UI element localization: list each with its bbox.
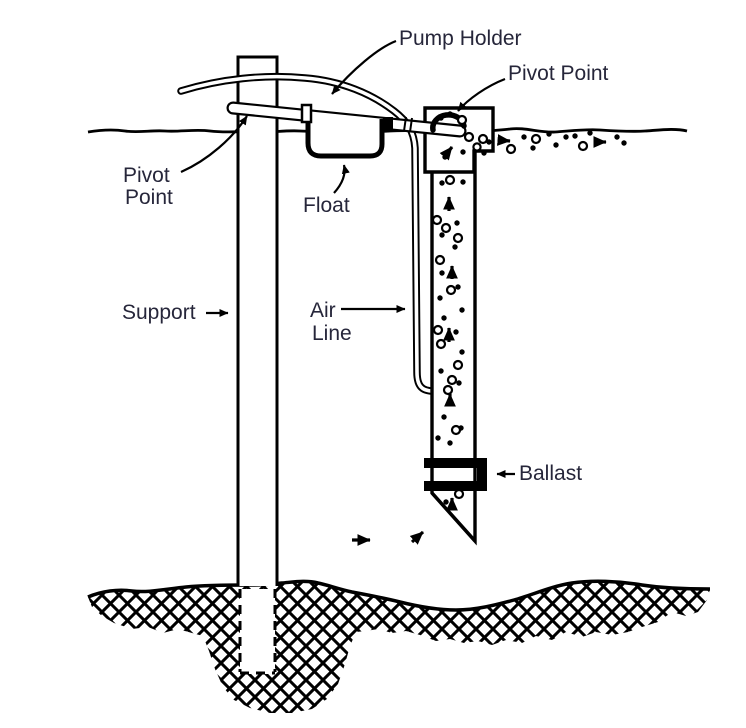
ground-surface-line	[87, 579, 711, 612]
pivot-point-upper-label: Pivot Point	[508, 62, 609, 85]
ballast-clamp	[424, 458, 487, 491]
air-line-tube	[177, 72, 437, 395]
annotations: Pump Holder Pivot Point Pivot Point Floa…	[122, 27, 609, 485]
pivot-point-left-leader	[180, 115, 248, 174]
support-post	[236, 55, 279, 586]
intake-flow-arrows	[352, 530, 425, 546]
pivot-point-upper-leader	[457, 77, 506, 112]
float-label: Float	[303, 194, 350, 217]
support-label: Support	[122, 301, 196, 324]
ballast-label: Ballast	[519, 462, 582, 485]
ground-hatch	[87, 579, 711, 713]
float-clamp-right	[383, 117, 393, 131]
intake-bevel	[430, 491, 477, 543]
pump-holder-leader	[331, 39, 397, 95]
float-leader	[333, 164, 350, 194]
post-hole	[238, 589, 277, 675]
discharge-bubbles	[477, 130, 627, 155]
float-clamp-left	[300, 103, 313, 124]
pump-holder-label: Pump Holder	[399, 27, 522, 50]
discharge-arrow-1	[497, 134, 511, 146]
air-line-label-line1: Air	[310, 299, 336, 322]
rod-coupling	[403, 116, 413, 133]
air-line-label-line2: Line	[312, 322, 352, 345]
pivot-point-left-label-line2: Point	[125, 186, 173, 209]
pivot-point-left-label-line1: Pivot	[123, 164, 170, 187]
float	[300, 103, 393, 159]
pipe-bubbles	[431, 111, 492, 511]
